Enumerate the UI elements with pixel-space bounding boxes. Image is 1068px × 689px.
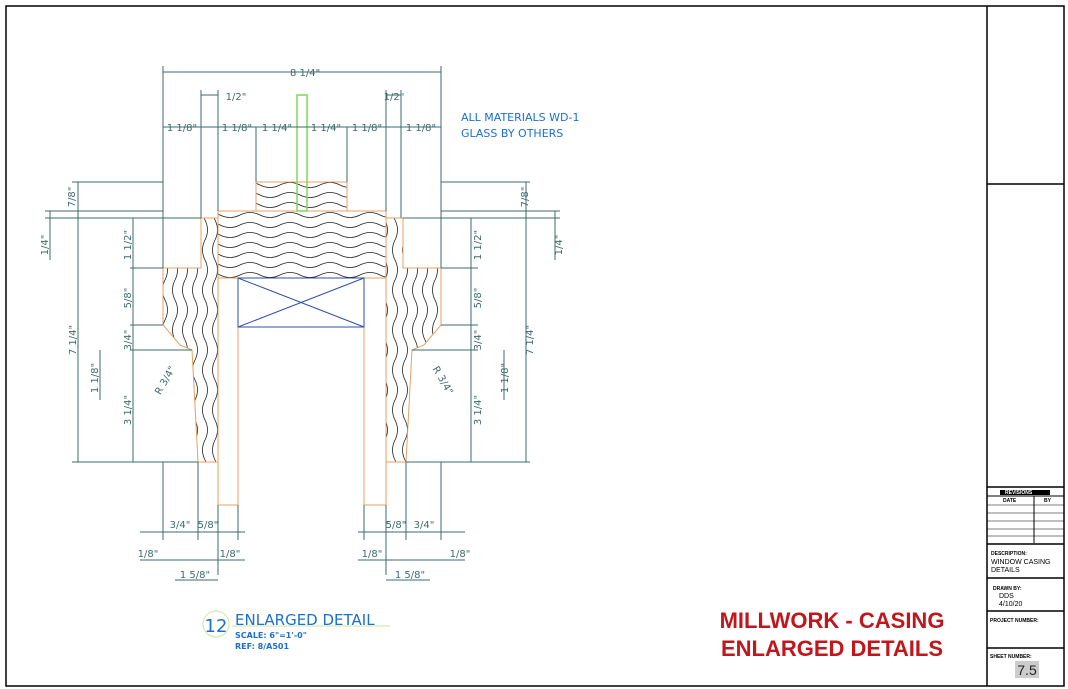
dim-label: 1 5/8" — [395, 570, 425, 581]
void-box — [237, 277, 365, 328]
dim-label: 3/4" — [123, 330, 134, 351]
dim-label: 1 1/8" — [222, 123, 252, 134]
detail-reference: REF: 8/A501 — [235, 642, 289, 651]
dim-label: 1 1/8" — [90, 363, 101, 393]
dim-label: 7 1/4" — [525, 325, 536, 355]
dimension-lines — [45, 66, 560, 581]
drawn-by-label: DRAWN BY: — [993, 586, 1022, 592]
dim-label: 1/8" — [138, 549, 159, 560]
left-jamb — [217, 277, 239, 506]
title-block: REVISIONS DATE BY DESCRIPTION: WINDOW CA… — [986, 6, 1064, 686]
dim-label: 3 1/4" — [473, 395, 484, 425]
dim-label: 5/8" — [473, 288, 484, 309]
project-number-label: PROJECT NUMBER: — [990, 618, 1039, 624]
dim-label: 1 1/4" — [311, 123, 341, 134]
dim-label: 3/4" — [170, 520, 191, 531]
dim-label: 1/4" — [40, 235, 51, 256]
detail-number: 12 — [205, 616, 228, 637]
dim-label: 3/4" — [473, 330, 484, 351]
casing-profile — [162, 94, 442, 506]
dim-radius-label: R 3/4" — [430, 365, 455, 397]
dim-label: 3/4" — [414, 520, 435, 531]
detail-scale: SCALE: 6"=1'-0" — [235, 631, 307, 640]
glass-pane — [296, 94, 308, 212]
dim-label: 1 1/2" — [123, 230, 134, 260]
detail-tag: 12 ENLARGED DETAIL SCALE: 6"=1'-0" REF: … — [202, 610, 390, 651]
dimension-labels: 8 1/4" 1/2" 1/2" 1 1/8" 1 1/8" 1 1/4" 1 … — [40, 68, 565, 581]
dim-label: 1 1/8" — [167, 123, 197, 134]
dim-label: 5/8" — [198, 520, 219, 531]
right-casing — [385, 217, 442, 463]
sheet-border — [5, 5, 1065, 687]
description-line-2: DETAILS — [991, 567, 1020, 574]
dim-label: 1/2" — [226, 92, 247, 103]
dim-label: 7/8" — [67, 187, 78, 208]
description-label: DESCRIPTION: — [991, 551, 1027, 557]
right-jamb — [363, 277, 387, 506]
sheet-title: MILLWORK - CASING ENLARGED DETAILS — [720, 608, 945, 661]
note-materials: ALL MATERIALS WD-1 — [461, 111, 579, 124]
dim-label: 7 1/4" — [68, 325, 79, 355]
dim-label: 1 1/8" — [352, 123, 382, 134]
dim-label: 1/8" — [220, 549, 241, 560]
dim-overall-width: 8 1/4" — [290, 68, 320, 79]
sheet-number-label: SHEET NUMBER: — [990, 654, 1032, 660]
note-glass: GLASS BY OTHERS — [461, 127, 563, 140]
dim-label: 1 5/8" — [180, 570, 210, 581]
sheet-title-line-2: ENLARGED DETAILS — [721, 636, 943, 661]
dim-label: 1/4" — [554, 235, 565, 256]
dim-label: 5/8" — [386, 520, 407, 531]
glass-stop-block — [255, 181, 348, 212]
revisions-label: REVISIONS — [1005, 490, 1033, 496]
drawn-by-value: DDS — [999, 593, 1014, 600]
dim-label: 1/2" — [384, 92, 405, 103]
head-piece — [217, 210, 387, 279]
dim-label: 3 1/4" — [123, 395, 134, 425]
dim-label: 1/8" — [362, 549, 383, 560]
general-notes: ALL MATERIALS WD-1 GLASS BY OTHERS — [461, 111, 579, 140]
sheet-number-value: 7.5 — [1017, 662, 1037, 678]
detail-title: ENLARGED DETAIL — [235, 611, 375, 629]
date-column-header: DATE — [1003, 498, 1017, 504]
by-column-header: BY — [1044, 498, 1052, 504]
dim-label: 1 1/4" — [262, 123, 292, 134]
dim-radius-label: R 3/4" — [153, 365, 178, 397]
description-line-1: WINDOW CASING — [991, 559, 1051, 566]
drawn-date-value: 4/10/20 — [999, 601, 1022, 608]
dim-label: 1 1/8" — [406, 123, 436, 134]
dim-label: 1 1/8" — [500, 363, 511, 393]
dim-label: 7/8" — [520, 187, 531, 208]
sheet-title-line-1: MILLWORK - CASING — [720, 608, 945, 633]
left-casing — [162, 217, 219, 463]
dim-label: 1/8" — [450, 549, 471, 560]
dim-label: 1 1/2" — [473, 230, 484, 260]
dim-label: 5/8" — [123, 288, 134, 309]
